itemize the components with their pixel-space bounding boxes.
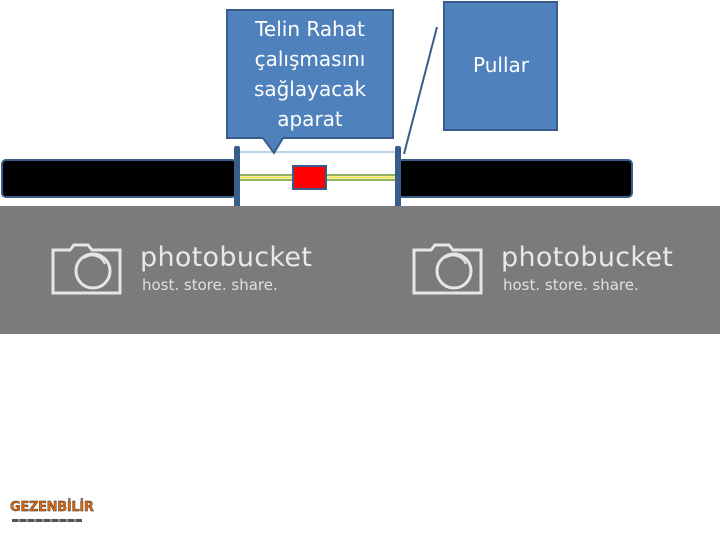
camera-icon — [51, 243, 122, 295]
pullar-label: Pullar — [473, 53, 529, 77]
watermark-tagline: host. store. share. — [503, 276, 639, 294]
red-block — [292, 165, 327, 190]
right-plate — [395, 146, 401, 214]
callout-line-4: aparat — [277, 107, 343, 131]
site-logo: GEZENBİLİR — [10, 500, 102, 530]
watermark-left: photobucket host. store. share. — [50, 242, 350, 302]
callout-line-1: Telin Rahat — [255, 17, 365, 41]
watermark-brand: photobucket — [140, 242, 313, 273]
watermark-brand: photobucket — [501, 242, 674, 273]
callout-box — [226, 9, 394, 155]
pullar-box — [443, 1, 558, 131]
watermark-right: photobucket host. store. share. — [411, 242, 711, 302]
pullar-pointer-line — [403, 26, 438, 155]
right-rail — [397, 159, 633, 198]
logo-text: GEZENBİLİR — [10, 500, 94, 515]
logo-underline — [12, 519, 82, 522]
callout-line-3: sağlayacak — [253, 77, 367, 101]
watermark-band: photobucket host. store. share. photobuc… — [0, 206, 720, 334]
left-rail — [1, 159, 237, 198]
callout-line-2: çalışmasını — [254, 47, 366, 71]
watermark-tagline: host. store. share. — [142, 276, 278, 294]
camera-icon — [412, 243, 483, 295]
callout-label: Telin Rahat çalışmasını sağlayacak apara… — [230, 14, 390, 134]
left-plate — [234, 146, 240, 214]
